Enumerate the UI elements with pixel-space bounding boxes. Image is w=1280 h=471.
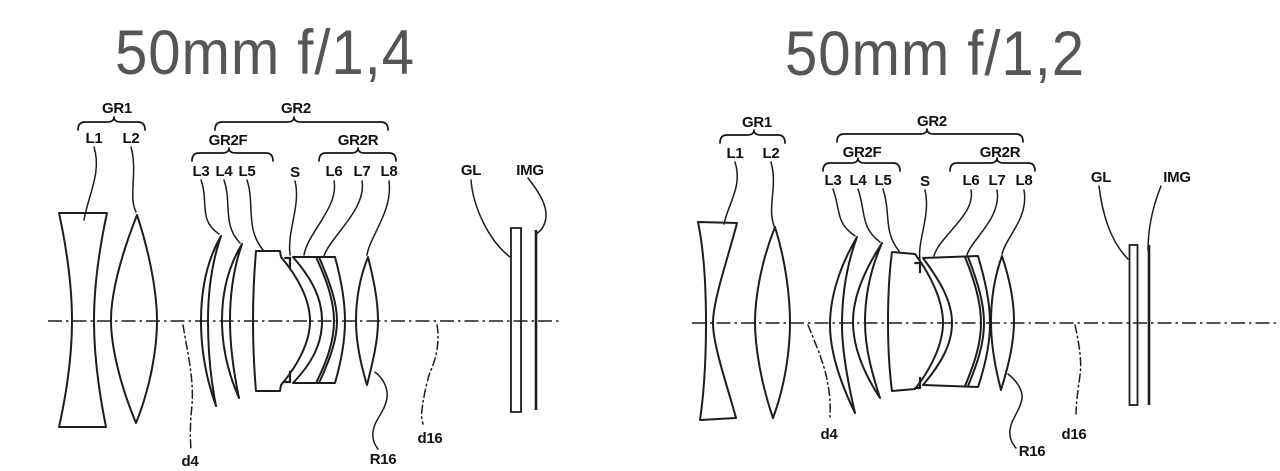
label-GR1: GR1 <box>102 100 132 117</box>
diagram-50mm-f12: 50mm f/1,2 GR1 GR2 GR2F GR2R L1 L2 L3 L4… <box>692 19 1276 460</box>
leader-L7 <box>966 189 999 256</box>
leader-L8 <box>366 180 391 256</box>
label-L5: L5 <box>875 172 892 189</box>
label-L2: L2 <box>763 145 780 162</box>
lens-L2 <box>110 214 158 424</box>
leader-L1 <box>83 146 98 221</box>
aperture-stop-bottom-mark <box>914 376 922 390</box>
label-L3: L3 <box>193 163 210 180</box>
lens-L8 <box>990 255 1015 391</box>
label-GR1: GR1 <box>742 114 772 131</box>
label-L4: L4 <box>216 163 234 180</box>
label-L4: L4 <box>850 172 868 189</box>
lens-L6-rear-surface <box>964 256 982 387</box>
leader-L8 <box>1001 189 1026 255</box>
leader-L6 <box>303 180 336 256</box>
leader-L1 <box>723 161 739 225</box>
leader-L4 <box>223 179 241 244</box>
label-GR2R: GR2R <box>338 132 379 149</box>
leader-L2 <box>130 146 137 213</box>
glass-plate-GL <box>510 227 522 413</box>
label-S: S <box>290 164 300 181</box>
lens-L4 <box>221 243 243 399</box>
leader-L4 <box>857 188 881 243</box>
label-GL: GL <box>1091 169 1111 186</box>
brace-GR2 <box>836 128 1024 143</box>
brace-GR2F <box>822 157 901 172</box>
leader-IMG <box>1147 185 1162 251</box>
lens-L3 <box>829 236 858 414</box>
diagram-50mm-f14: 50mm f/1,4 GR1 GR2 GR2F GR2R L1 L2 L3 L4… <box>48 18 560 470</box>
label-GR2: GR2 <box>917 113 947 130</box>
leader-IMG <box>527 177 547 235</box>
brace-GR2R <box>318 147 397 162</box>
lens-L3 <box>200 235 222 407</box>
lens-L4 <box>852 242 883 399</box>
label-L3: L3 <box>825 172 842 189</box>
aperture-stop-bottom-mark <box>284 370 292 384</box>
leader-GL <box>1098 185 1129 260</box>
label-L1: L1 <box>727 145 744 162</box>
label-L8: L8 <box>381 163 398 180</box>
label-L6: L6 <box>326 163 343 180</box>
lens-L1 <box>697 221 738 421</box>
lens-L2 <box>754 226 791 419</box>
label-d16: d16 <box>418 430 443 447</box>
glass-plate-GL <box>1128 244 1139 406</box>
label-d4: d4 <box>821 426 839 443</box>
label-d4: d4 <box>182 453 200 470</box>
leader-L5 <box>882 188 900 252</box>
leader-L2 <box>770 161 775 227</box>
brace-GR1 <box>77 116 146 131</box>
label-IMG: IMG <box>516 162 543 179</box>
label-L1: L1 <box>86 130 103 147</box>
leader-L3 <box>200 179 220 235</box>
label-IMG: IMG <box>1163 169 1190 186</box>
leader-L3 <box>832 188 856 237</box>
label-L6: L6 <box>963 172 980 189</box>
dimension-leader-d16 <box>420 324 439 425</box>
brace-GR2 <box>214 116 389 131</box>
surface-leader-R16 <box>372 371 388 450</box>
lens-L7-front-surface <box>318 256 338 384</box>
label-L2: L2 <box>123 130 140 147</box>
dimension-leader-d4 <box>807 324 831 418</box>
lens-L8 <box>355 256 379 386</box>
label-GR2F: GR2F <box>209 132 248 149</box>
lens-L7-front-surface <box>967 256 985 387</box>
label-GR2F: GR2F <box>843 144 882 161</box>
surface-leader-R16 <box>1007 373 1023 449</box>
aperture-stop-top-mark <box>914 261 922 274</box>
brace-GR2R <box>949 157 1036 172</box>
diagram-title: 50mm f/1,2 <box>785 19 1085 89</box>
label-L8: L8 <box>1016 172 1033 189</box>
leader-S <box>288 180 298 256</box>
label-GR2R: GR2R <box>980 144 1021 161</box>
lens-L6-rear-surface <box>315 256 335 384</box>
diagram-title: 50mm f/1,4 <box>115 18 415 88</box>
label-L5: L5 <box>239 163 256 180</box>
leader-L7 <box>323 180 364 257</box>
dimension-leader-d4 <box>182 324 194 450</box>
label-L7: L7 <box>354 163 371 180</box>
lens-L6-L7-block <box>922 255 991 388</box>
leader-GL <box>470 179 511 258</box>
lens-L6-L7-block <box>292 256 346 384</box>
dimension-leader-d16 <box>1074 324 1082 415</box>
leader-S <box>918 189 928 262</box>
label-d16: d16 <box>1062 426 1087 443</box>
label-L7: L7 <box>989 172 1006 189</box>
label-S: S <box>920 173 930 190</box>
leader-L5 <box>246 179 264 251</box>
brace-GR1 <box>719 129 786 144</box>
leader-L6 <box>933 189 973 257</box>
brace-GR2F <box>191 147 274 162</box>
label-GR2: GR2 <box>281 100 311 117</box>
label-R16: R16 <box>370 451 397 468</box>
aperture-stop-top-mark <box>284 256 292 270</box>
lens-L5 <box>252 250 311 392</box>
label-R16: R16 <box>1019 443 1046 460</box>
lens-L1 <box>58 212 108 428</box>
label-GL: GL <box>461 162 481 179</box>
